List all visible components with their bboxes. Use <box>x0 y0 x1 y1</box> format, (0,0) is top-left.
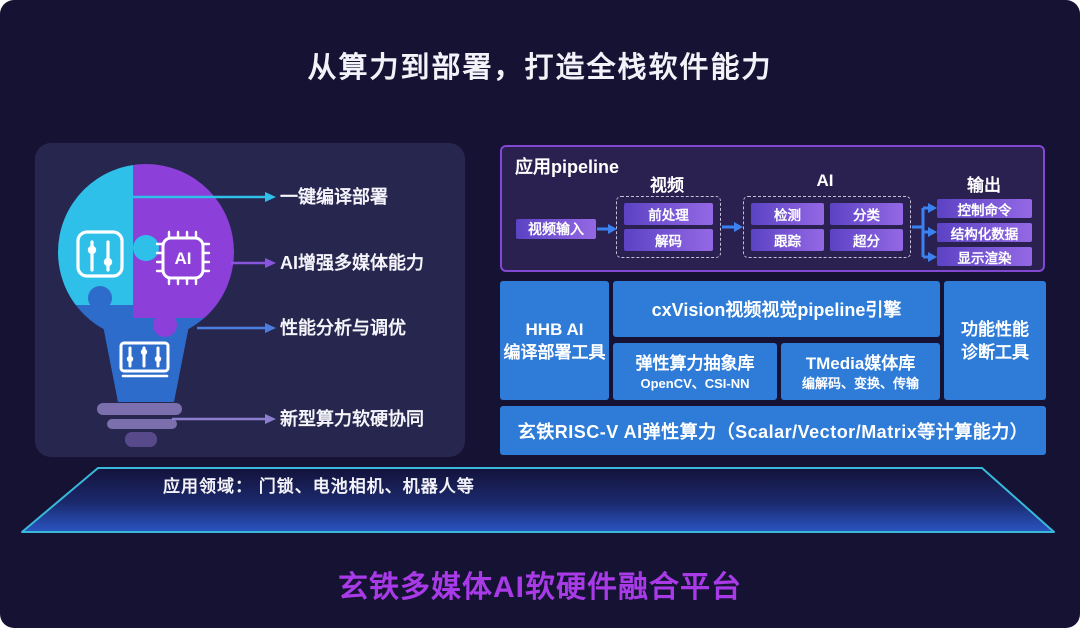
column-header-video: 视频 <box>650 176 684 195</box>
pipeline-box-detect: 检测 <box>751 203 824 225</box>
tuning-sliders-icon <box>76 230 124 278</box>
stack-block-diagnostics: 功能性能 诊断工具 <box>944 281 1046 400</box>
stack-block-cxvision: cxVision视频视觉pipeline引擎 <box>613 281 940 337</box>
pipeline-panel: 应用pipeline 视频 AI 输出 视频输入 前处理 解码 检测 分类 跟踪… <box>500 145 1045 272</box>
callout-arrows <box>133 192 276 424</box>
diagnostics-line2: 诊断工具 <box>961 342 1029 362</box>
bulb-base <box>97 403 182 447</box>
tmedia-subtitle: 编解码、变换、传输 <box>801 375 919 391</box>
capability-label-4: 新型算力软硬协同 <box>280 409 424 429</box>
pipeline-box-track: 跟踪 <box>751 229 824 251</box>
capability-label-3: 性能分析与调优 <box>280 318 406 338</box>
footer-title: 玄铁多媒体AI软硬件融合平台 <box>338 571 742 604</box>
tmedia-title: TMedia媒体库 <box>805 353 916 373</box>
ai-chip-icon: AI <box>155 230 211 286</box>
pipeline-box-superres: 超分 <box>830 229 903 251</box>
pipeline-title: 应用pipeline <box>515 157 620 177</box>
pipeline-box-decode: 解码 <box>624 229 713 251</box>
page-title: 从算力到部署，打造全栈软件能力 <box>307 52 773 84</box>
stack-block-elastic-lib: 弹性算力抽象库 OpenCV、CSI-NN <box>613 343 777 400</box>
stack-block-hhb: HHB AI 编译部署工具 <box>500 281 609 400</box>
output-box-control: 控制命令 <box>937 199 1032 218</box>
output-box-structured: 结构化数据 <box>937 223 1032 242</box>
hhb-line2: 编译部署工具 <box>503 342 606 362</box>
application-areas-text: 应用领域： 门锁、电池相机、机器人等 <box>163 477 475 496</box>
pipeline-box-preprocess: 前处理 <box>624 203 713 225</box>
output-box-render: 显示渲染 <box>937 247 1032 266</box>
stack-block-tmedia: TMedia媒体库 编解码、变换、传输 <box>781 343 940 400</box>
column-header-ai: AI <box>816 171 834 190</box>
capability-card: AI <box>35 143 465 457</box>
elastic-lib-subtitle: OpenCV、CSI-NN <box>640 375 750 391</box>
hhb-line1: HHB AI <box>525 319 584 339</box>
equalizer-panel-icon <box>119 341 170 378</box>
diagnostics-line1: 功能性能 <box>961 319 1029 339</box>
platform-stage <box>21 467 1055 533</box>
pipeline-box-classify: 分类 <box>830 203 903 225</box>
stack-block-riscv-base: 玄铁RISC-V AI弹性算力（Scalar/Vector/Matrix等计算能… <box>500 406 1046 455</box>
ai-chip-label: AI <box>175 249 192 268</box>
column-header-output: 输出 <box>967 176 1001 195</box>
elastic-lib-title: 弹性算力抽象库 <box>635 353 755 373</box>
capability-label-1: 一键编译部署 <box>280 187 388 207</box>
video-input-box: 视频输入 <box>516 219 596 239</box>
video-group: 前处理 解码 <box>616 196 721 258</box>
capability-label-2: AI增强多媒体能力 <box>280 253 424 273</box>
puzzle-lightbulb-illustration: AI <box>58 164 276 447</box>
ai-group: 检测 分类 跟踪 超分 <box>743 196 911 258</box>
